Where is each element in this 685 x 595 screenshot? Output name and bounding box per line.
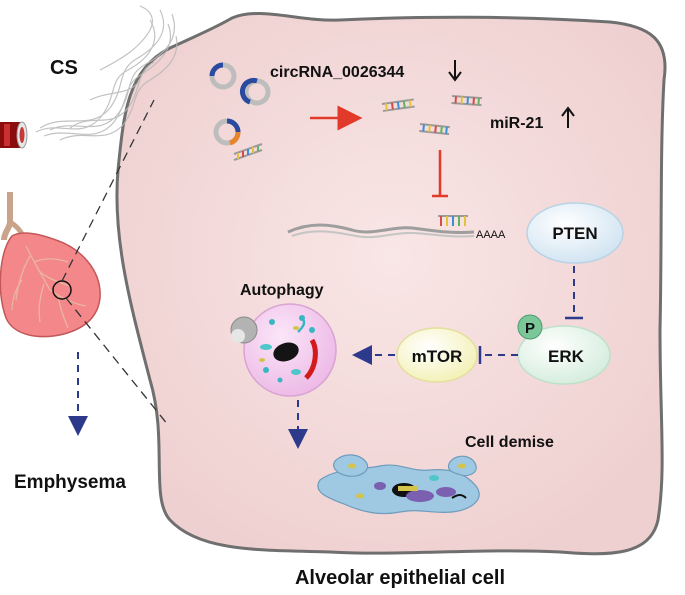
mrna-strand-icon [287,215,475,239]
mirna-cluster-icon [381,95,482,136]
smoke-icon [35,5,178,141]
inhibition-bar-red [432,150,448,198]
zoom-line-bottom [65,297,169,426]
circrna-ring-icon [209,62,271,146]
erk-node: ERK [517,325,611,385]
mirna-duplex-icon [233,143,263,161]
zoom-line-top [61,99,155,282]
pten-inhibits-erk [565,266,583,320]
alveolar-cell-label: Alveolar epithelial cell [295,567,505,589]
mir21-label: miR-21 [490,115,543,132]
cigarette-icon [0,121,28,149]
autophagy-cell-icon [230,303,337,397]
erk-label: ERK [548,347,585,366]
phospho-label: P [525,320,535,337]
erk-inhibits-mtor [478,346,518,364]
polya-tail-label: AAAA [476,229,506,241]
emphysema-label: Emphysema [14,472,126,493]
cell-demise-label: Cell demise [465,434,554,451]
cell-debris-icon [317,454,480,515]
down-arrow-icon [448,60,462,82]
lung-icon [0,192,101,338]
cs-label: CS [50,57,78,79]
up-arrow-icon [561,106,575,128]
autophagy-label: Autophagy [240,282,324,299]
pten-label: PTEN [552,224,597,243]
pten-node: PTEN [526,202,624,264]
mtor-label: mTOR [412,347,463,366]
phospho-badge: P [517,314,543,340]
circrna-label: circRNA_0026344 [270,64,404,81]
mtor-node: mTOR [396,327,478,383]
